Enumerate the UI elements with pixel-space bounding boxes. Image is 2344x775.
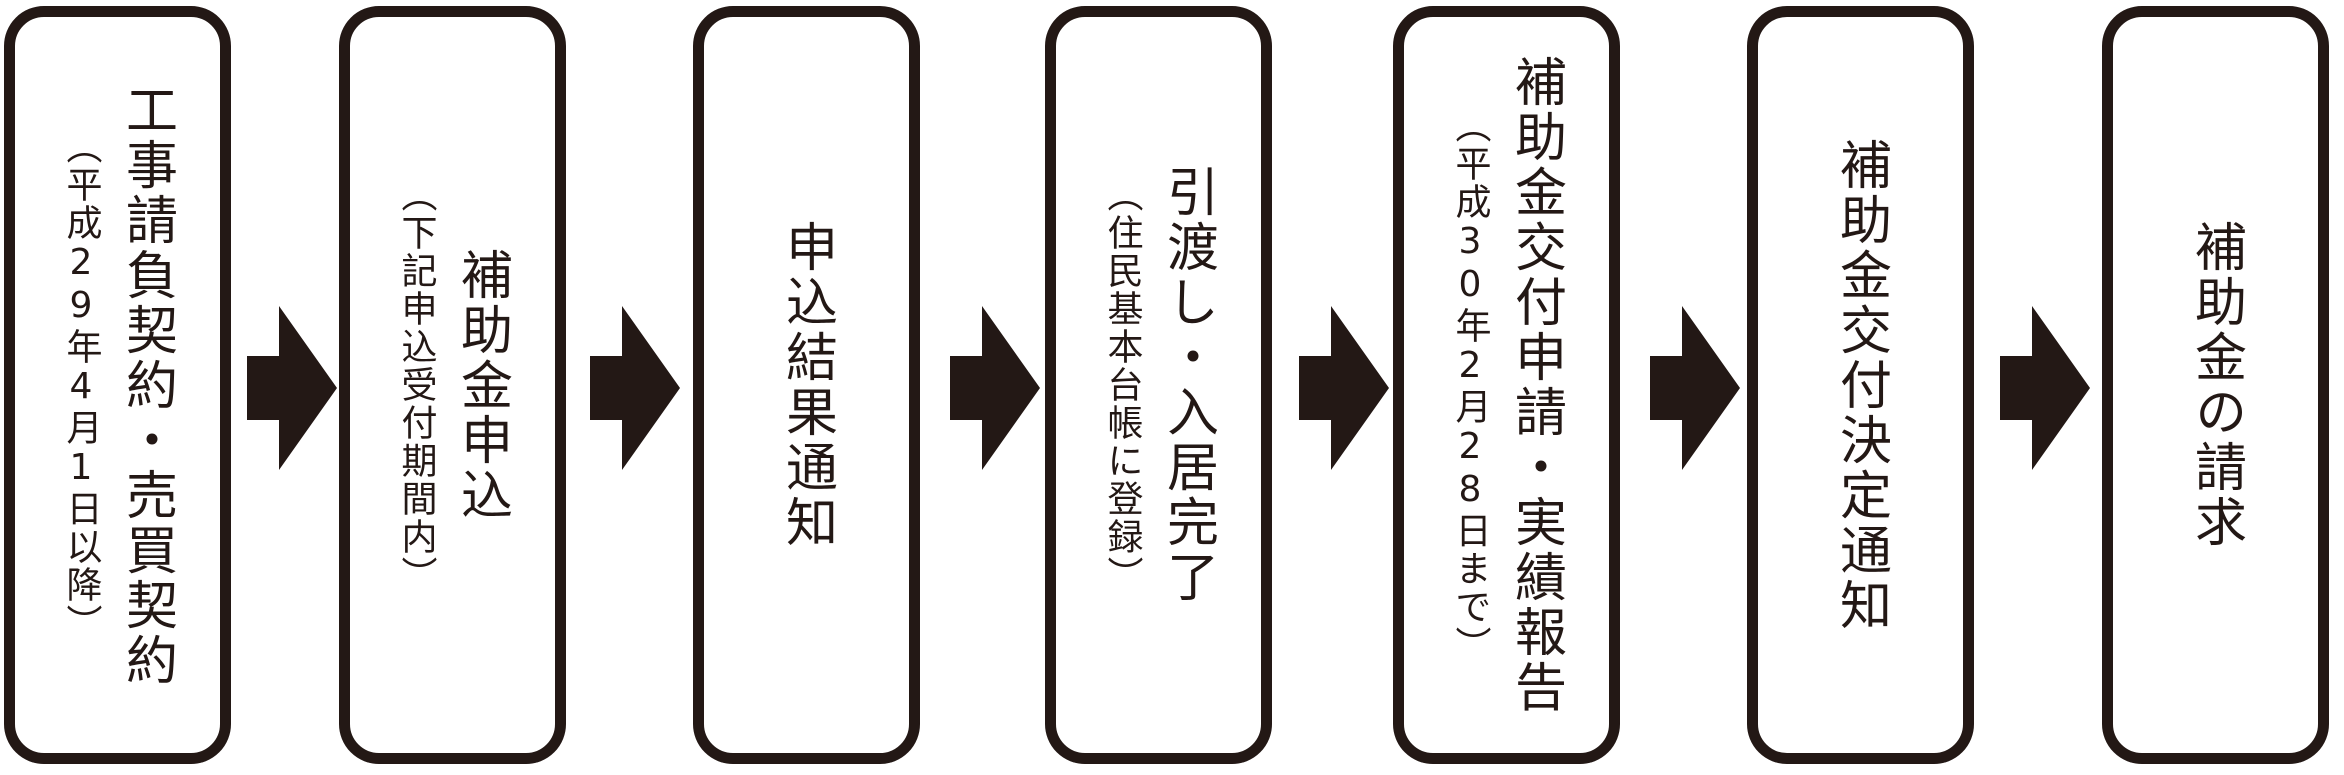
step-application: 補助金申込 （下記申込受付期間内） <box>339 6 566 764</box>
step-application-note: （下記申込受付期間内） <box>395 176 437 594</box>
step-application-title: 補助金申込 <box>451 247 512 523</box>
right-arrow-icon <box>1299 306 1389 470</box>
right-arrow-icon <box>590 306 680 470</box>
step-handover: 引渡し・入居完了 （住民基本台帳に登録） <box>1045 6 1272 764</box>
step-handover-title: 引渡し・入居完了 <box>1157 165 1218 605</box>
step-handover-note: （住民基本台帳に登録） <box>1101 176 1143 594</box>
step-grant-application-note: （平成30年2月28日まで） <box>1449 106 1491 664</box>
step-grant-application: 補助金交付申請・実績報告 （平成30年2月28日まで） <box>1393 6 1620 764</box>
right-arrow-icon <box>950 306 1040 470</box>
step-contract: 工事請負契約・売買契約 （平成29年4月1日以降） <box>4 6 231 764</box>
step-result-notice: 申込結果通知 <box>693 6 920 764</box>
right-arrow-icon <box>1650 306 1740 470</box>
step-result-notice-title: 申込結果通知 <box>776 220 837 550</box>
step-grant-application-title: 補助金交付申請・実績報告 <box>1505 55 1566 715</box>
right-arrow-icon <box>247 306 337 470</box>
step-grant-claim: 補助金の請求 <box>2102 6 2329 764</box>
step-contract-title: 工事請負契約・売買契約 <box>116 82 177 688</box>
step-grant-decision: 補助金交付決定通知 <box>1747 6 1974 764</box>
step-contract-note: （平成29年4月1日以降） <box>60 128 102 642</box>
right-arrow-icon <box>2000 306 2090 470</box>
step-grant-claim-title: 補助金の請求 <box>2185 220 2246 550</box>
step-grant-decision-title: 補助金交付決定通知 <box>1830 137 1891 633</box>
